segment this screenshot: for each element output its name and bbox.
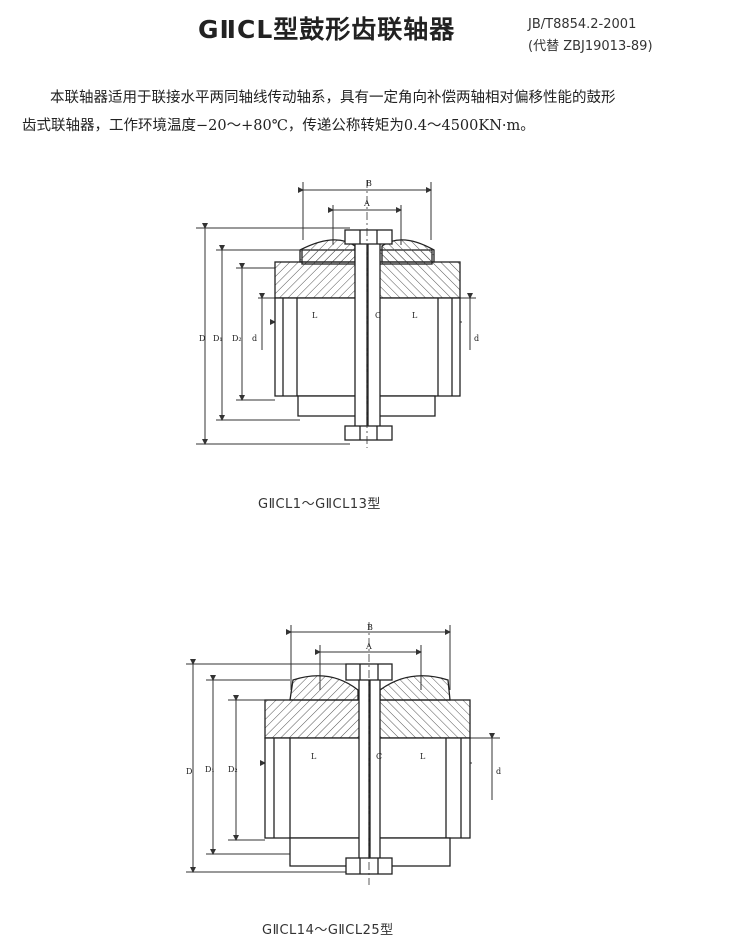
label-L-right: L bbox=[420, 752, 426, 761]
replaced-standard: (代替 ZBJ19013-89) bbox=[528, 39, 653, 54]
label-d-left: d bbox=[252, 334, 257, 343]
coupling-drawing-1: B A D D₁ D₂ d L C L d bbox=[196, 179, 479, 448]
label-D: D bbox=[199, 334, 205, 343]
label-D2: D₂ bbox=[232, 334, 242, 343]
figure-2-caption: GⅡCL14～GⅡCL25型 bbox=[262, 923, 394, 938]
page-title: GⅡCL型鼓形齿联轴器 bbox=[198, 15, 456, 44]
label-D2: D₂ bbox=[228, 765, 238, 774]
label-L-left: L bbox=[312, 311, 318, 320]
label-B: B bbox=[367, 623, 373, 632]
label-B: B bbox=[366, 179, 372, 188]
standard-info: JB/T8854.2-2001 (代替 ZBJ19013-89) bbox=[528, 14, 653, 58]
label-L-right: L bbox=[412, 311, 418, 320]
label-L-left: L bbox=[311, 752, 317, 761]
description-line-1: 本联轴器适用于联接水平两同轴线传动轴系，具有一定角向补偿两轴相对偏移性能的鼓形 bbox=[50, 90, 616, 106]
figure-1-caption: GⅡCL1～GⅡCL13型 bbox=[258, 497, 381, 512]
description: 本联轴器适用于联接水平两同轴线传动轴系，具有一定角向补偿两轴相对偏移性能的鼓形 … bbox=[22, 84, 722, 140]
standard-number: JB/T8854.2-2001 bbox=[528, 17, 637, 32]
label-D1: D₁ bbox=[213, 334, 223, 343]
label-A: A bbox=[365, 642, 372, 651]
label-C: C bbox=[376, 752, 382, 761]
label-C: C bbox=[375, 311, 381, 320]
label-D1: D₁ bbox=[205, 765, 215, 774]
label-d-right: d bbox=[496, 767, 501, 776]
label-D: D bbox=[186, 767, 192, 776]
label-d-right: d bbox=[474, 334, 479, 343]
coupling-drawing-2: B A D D₁ D₂ L C L d bbox=[186, 622, 501, 885]
label-A: A bbox=[363, 199, 370, 208]
description-line-2: 齿式联轴器，工作环境温度−20～+80℃，传递公称转矩为0.4～4500KN·m… bbox=[22, 118, 535, 134]
